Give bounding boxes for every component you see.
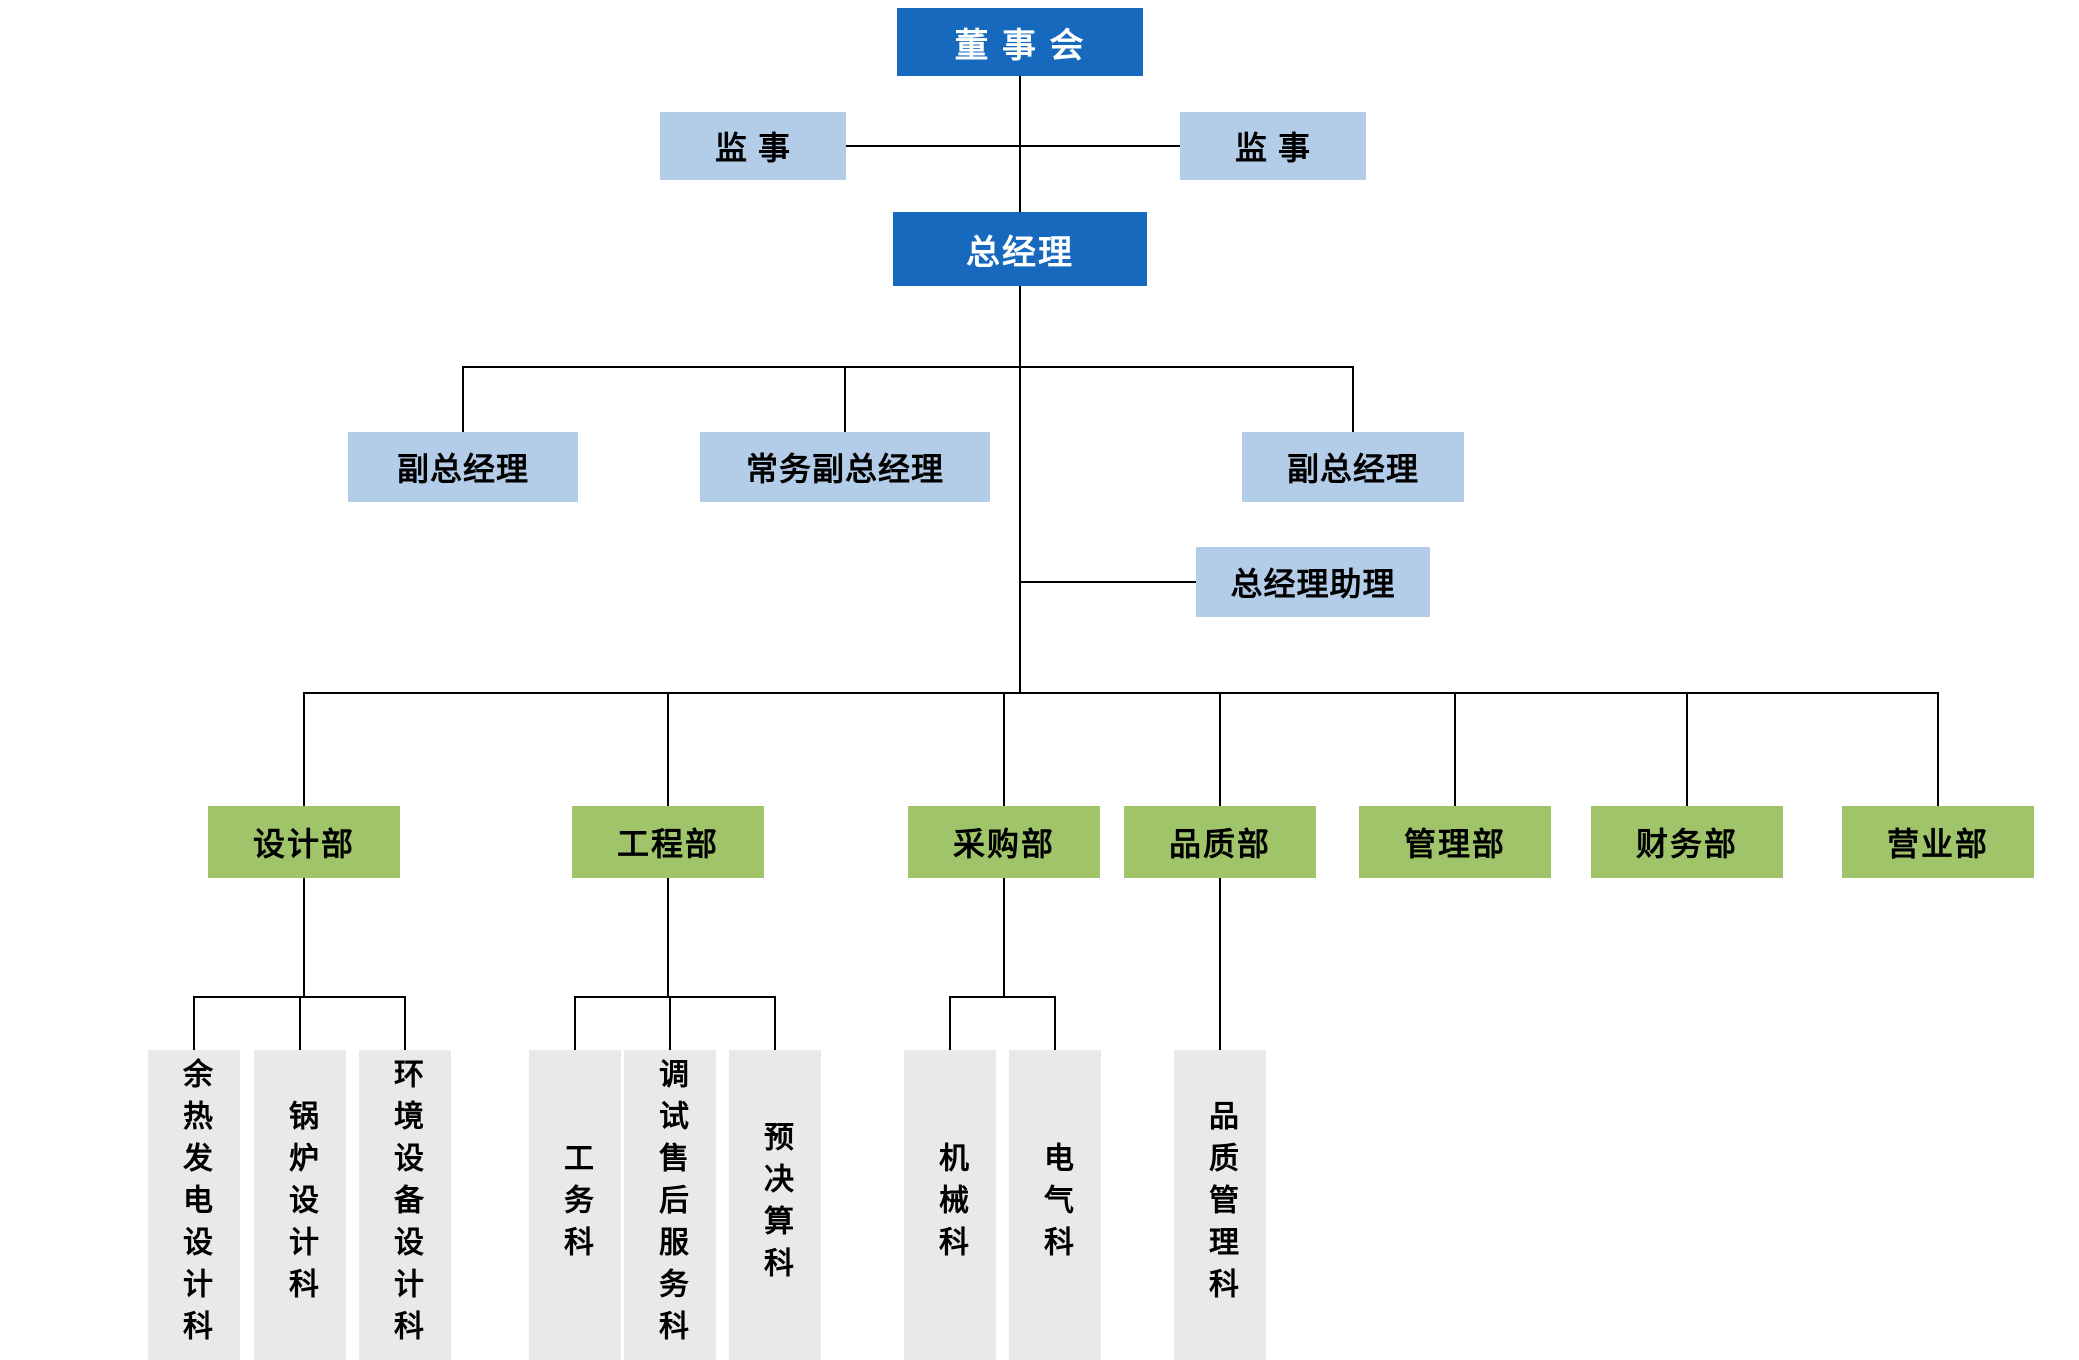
- connector-drop-sales-dept: [1937, 692, 1939, 806]
- node-gm-assistant: 总经理助理: [1196, 547, 1430, 617]
- connector-drop-purchasing-section-2: [1054, 996, 1056, 1050]
- node-dept-finance: 财务部: [1591, 806, 1783, 878]
- node-general-manager: 总经理: [893, 212, 1147, 286]
- connector-departments-branch: [303, 692, 1939, 694]
- node-section-electrical-label: 电气科: [1039, 1142, 1072, 1268]
- node-dept-sales-label: 营业部: [1886, 826, 1989, 862]
- node-dept-engineering: 工程部: [572, 806, 764, 878]
- node-section-budget-settlement-label: 预决算科: [759, 1121, 792, 1289]
- connector-purchasing-sections-stem: [1003, 878, 1005, 998]
- node-dept-quality-label: 品质部: [1168, 826, 1271, 862]
- connector-drop-engineering-dept: [667, 692, 669, 806]
- node-dept-design: 设计部: [208, 806, 400, 878]
- node-deputy-gm-left-label: 副总经理: [396, 451, 529, 487]
- node-dept-purchasing: 采购部: [908, 806, 1100, 878]
- node-dept-finance-label: 财务部: [1635, 826, 1738, 862]
- node-gm-assistant-label: 总经理助理: [1230, 566, 1396, 602]
- node-dept-sales: 营业部: [1842, 806, 2034, 878]
- node-deputy-gm-right-label: 副总经理: [1286, 451, 1419, 487]
- node-dept-engineering-label: 工程部: [616, 826, 719, 862]
- connector-drop-deputy-left: [462, 366, 464, 432]
- node-supervisor-left: 监 事: [660, 112, 846, 180]
- node-section-boiler-design: 锅炉设计科: [254, 1050, 346, 1360]
- node-executive-deputy-gm-label: 常务副总经理: [745, 451, 944, 487]
- node-general-manager-label: 总经理: [966, 233, 1074, 272]
- node-dept-design-label: 设计部: [252, 826, 355, 862]
- connector-drop-purchasing-section-1: [949, 996, 951, 1050]
- node-section-works: 工务科: [529, 1050, 621, 1360]
- node-section-quality-management: 品质管理科: [1174, 1050, 1266, 1360]
- node-dept-management: 管理部: [1359, 806, 1551, 878]
- node-supervisor-right: 监 事: [1180, 112, 1366, 180]
- node-executive-deputy-gm: 常务副总经理: [700, 432, 990, 502]
- node-section-boiler-design-label: 锅炉设计科: [284, 1100, 317, 1310]
- connector-drop-deputy-right: [1352, 366, 1354, 432]
- node-section-environmental-equipment-design-label: 环境设备设计科: [389, 1058, 422, 1352]
- connector-design-sections-stem: [303, 878, 305, 998]
- connector-gm-trunk: [1019, 286, 1021, 694]
- node-dept-quality: 品质部: [1124, 806, 1316, 878]
- connector-purchasing-sections-branch: [949, 996, 1056, 998]
- node-deputy-gm-right: 副总经理: [1242, 432, 1464, 502]
- connector-drop-management-dept: [1454, 692, 1456, 806]
- node-dept-purchasing-label: 采购部: [952, 826, 1055, 862]
- connector-drop-design-dept: [303, 692, 305, 806]
- node-board-of-directors-label: 董 事 会: [954, 26, 1086, 65]
- node-section-quality-management-label: 品质管理科: [1204, 1100, 1237, 1310]
- node-supervisor-right-label: 监 事: [1235, 130, 1311, 166]
- connector-drop-design-section-3: [404, 996, 406, 1050]
- connector-quality-section-stem: [1219, 878, 1221, 1050]
- connector-engineering-sections-branch: [574, 996, 776, 998]
- connector-management-branch: [462, 366, 1354, 368]
- node-supervisor-left-label: 监 事: [715, 130, 791, 166]
- connector-drop-quality-dept: [1219, 692, 1221, 806]
- connector-drop-engineering-section-3: [774, 996, 776, 1050]
- node-section-commissioning-after-sales-label: 调试售后服务科: [654, 1058, 687, 1352]
- connector-gm-assistant: [1019, 581, 1196, 583]
- node-section-environmental-equipment-design: 环境设备设计科: [359, 1050, 451, 1360]
- node-section-waste-heat-power-design-label: 余热发电设计科: [178, 1058, 211, 1352]
- node-section-budget-settlement: 预决算科: [729, 1050, 821, 1360]
- node-dept-management-label: 管理部: [1403, 826, 1506, 862]
- node-section-machinery: 机械科: [904, 1050, 996, 1360]
- node-section-electrical: 电气科: [1009, 1050, 1101, 1360]
- connector-drop-design-section-1: [193, 996, 195, 1050]
- node-section-machinery-label: 机械科: [934, 1142, 967, 1268]
- node-section-works-label: 工务科: [559, 1142, 592, 1268]
- connector-drop-purchasing-dept: [1003, 692, 1005, 806]
- node-deputy-gm-left: 副总经理: [348, 432, 578, 502]
- connector-drop-engineering-section-2: [669, 996, 671, 1050]
- node-section-commissioning-after-sales: 调试售后服务科: [624, 1050, 716, 1360]
- connector-drop-design-section-2: [299, 996, 301, 1050]
- connector-engineering-sections-stem: [667, 878, 669, 998]
- node-section-waste-heat-power-design: 余热发电设计科: [148, 1050, 240, 1360]
- connector-drop-finance-dept: [1686, 692, 1688, 806]
- connector-drop-engineering-section-1: [574, 996, 576, 1050]
- connector-drop-executive-deputy: [844, 366, 846, 432]
- connector-supervisors: [846, 145, 1180, 147]
- node-board-of-directors: 董 事 会: [897, 8, 1143, 76]
